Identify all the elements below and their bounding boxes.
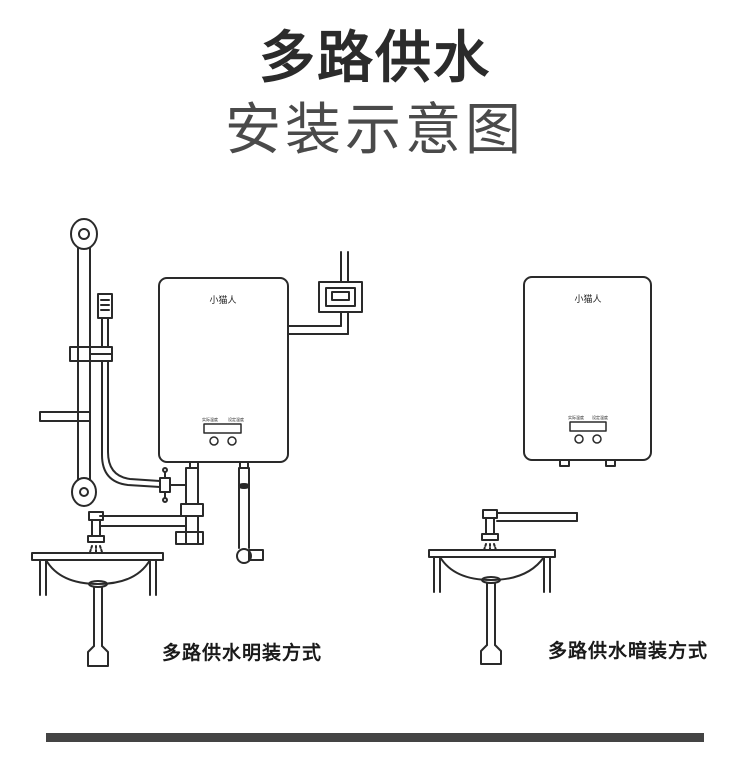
panel-label-set-2: 设定温度 — [592, 414, 608, 420]
heater-brand-label: 小猫人 — [209, 294, 236, 306]
bottom-divider-bar — [46, 733, 704, 742]
caption-exposed-install: 多路供水明装方式 — [162, 642, 323, 664]
display-screen — [203, 423, 242, 434]
power-switch-box — [287, 251, 363, 335]
panel-label-actual-2: 实际温度 — [568, 414, 584, 420]
heater-brand-label-2: 小猫人 — [574, 293, 601, 305]
water-heater-exposed: 小猫人 实际温度 设定温度 — [158, 277, 289, 469]
knob-right-2 — [592, 434, 602, 444]
water-heater-concealed: 小猫人 实际温度 设定温度 — [523, 276, 652, 467]
sink-concealed — [428, 509, 578, 665]
shower-rail — [39, 218, 161, 507]
page-title: 多路供水 — [259, 26, 491, 91]
plumbing-exposed — [99, 467, 264, 564]
panel-label-actual: 实际温度 — [202, 416, 218, 422]
caption-concealed-install: 多路供水暗装方式 — [548, 640, 709, 662]
knob-right — [227, 436, 237, 446]
knob-left — [209, 436, 219, 446]
display-screen-2 — [569, 421, 607, 432]
panel-label-set: 设定温度 — [228, 416, 244, 422]
page-subtitle: 安装示意图 — [225, 98, 525, 163]
knob-left-2 — [574, 434, 584, 444]
sink-exposed — [31, 511, 164, 667]
